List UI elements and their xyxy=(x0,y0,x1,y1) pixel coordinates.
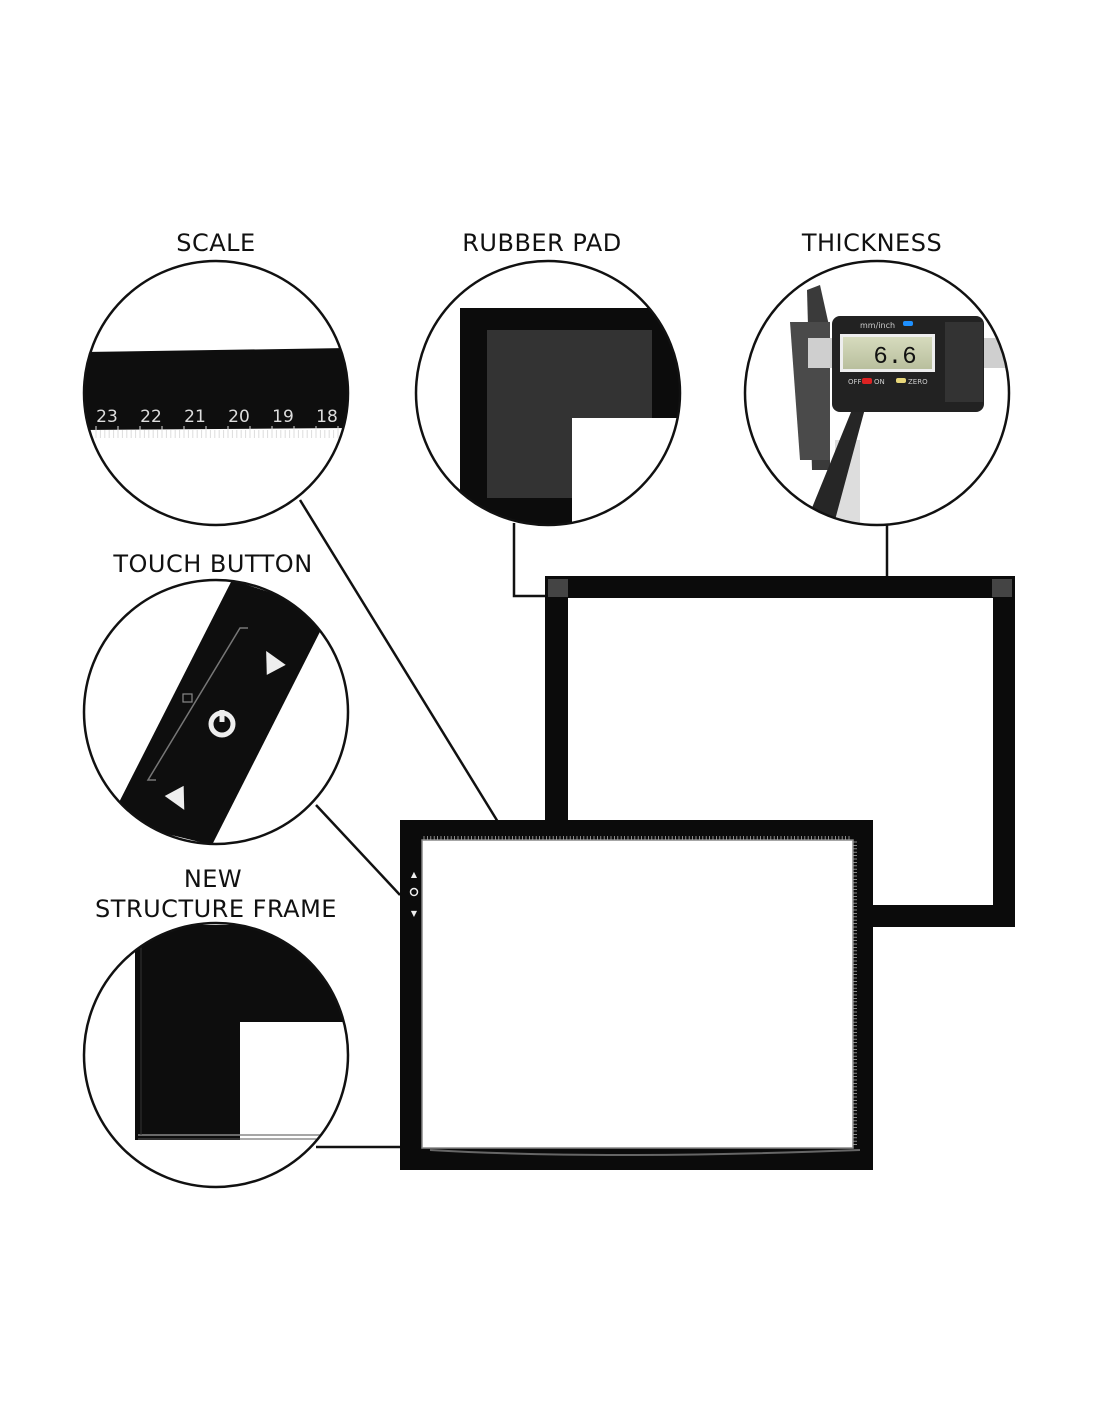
scale-number: 23 xyxy=(96,407,118,427)
caliper-detail: mm/inch 6.6 OFF ON ZERO xyxy=(745,261,1009,525)
caliper-off: OFF xyxy=(848,378,862,386)
scale-number: 18 xyxy=(316,407,338,427)
caliper-reading: 6.6 xyxy=(873,344,916,371)
scale-number: 21 xyxy=(184,407,206,427)
caliper-on: ON xyxy=(874,378,885,386)
unit-button xyxy=(903,321,913,326)
label-frame-line2: STRUCTURE FRAME xyxy=(95,895,337,923)
connector-lines xyxy=(298,499,889,1149)
lock-icon xyxy=(182,693,193,703)
scale-number: 19 xyxy=(272,407,294,427)
structure-frame-detail xyxy=(84,923,348,1187)
label-scale: SCALE xyxy=(176,229,256,257)
power-button xyxy=(862,378,872,384)
scale-detail: 23 22 21 20 19 18 xyxy=(84,261,348,525)
label-frame-line1: NEW xyxy=(183,865,243,893)
rubber-pad-detail xyxy=(416,261,680,525)
brightness-down-icon: ▼ xyxy=(411,909,418,918)
label-thickness: THICKNESS xyxy=(801,229,943,257)
label-touch-button: TOUCH BUTTON xyxy=(113,550,313,578)
brightness-up-icon: ▲ xyxy=(411,870,418,879)
zero-button xyxy=(896,378,906,383)
touch-button-detail: ▲ ▼ xyxy=(84,580,348,844)
scale-number: 20 xyxy=(228,407,250,427)
light-pad-front: ▲ ▼ xyxy=(400,820,873,1170)
label-rubber-pad: RUBBER PAD xyxy=(462,229,622,257)
scale-number: 22 xyxy=(140,407,162,427)
caliper-zero: ZERO xyxy=(908,378,928,386)
power-icon xyxy=(409,887,419,897)
caliper-unit-label: mm/inch xyxy=(860,321,895,330)
